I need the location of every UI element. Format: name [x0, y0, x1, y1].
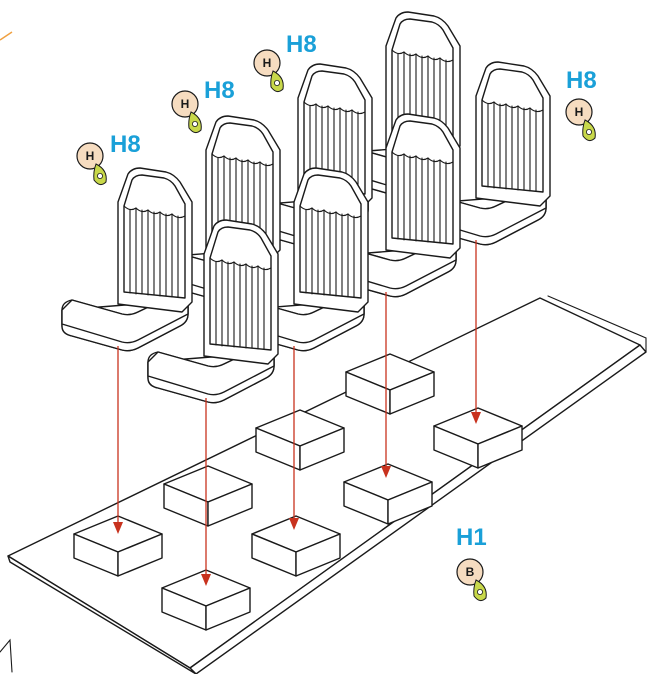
part-label-h8: H8 [204, 77, 235, 104]
seat [61, 167, 193, 352]
badge-letter: H [263, 56, 272, 70]
placement-arrows [113, 240, 481, 586]
badge-letter: H [575, 105, 584, 119]
badge-letter: H [181, 97, 190, 111]
part-label-h8: H8 [110, 131, 141, 158]
corner-fragment [0, 31, 13, 41]
seat-part-callout: H H8 [253, 31, 317, 93]
sprue-badge-icon: H [76, 142, 107, 186]
badge-letter: B [466, 565, 475, 579]
sprue-badge-icon: B [456, 558, 487, 602]
badge-letter: H [86, 149, 95, 163]
sprue-badge-icon: H [253, 49, 284, 93]
partial-part-outline [0, 638, 13, 673]
part-label-h8: H8 [286, 31, 317, 58]
base-part-callout: H1 B [456, 524, 487, 602]
part-label-h8: H8 [566, 67, 597, 94]
seat-part-callout: H H8 [171, 77, 235, 134]
sprue-badge-icon: H [565, 98, 596, 142]
part-label-h1: H1 [456, 524, 487, 551]
seat-part-callout: H8 H [565, 67, 597, 142]
sprue-badge-icon: H [171, 90, 202, 134]
seat-part-callout: H H8 [76, 131, 141, 186]
base-plate [7, 295, 647, 674]
